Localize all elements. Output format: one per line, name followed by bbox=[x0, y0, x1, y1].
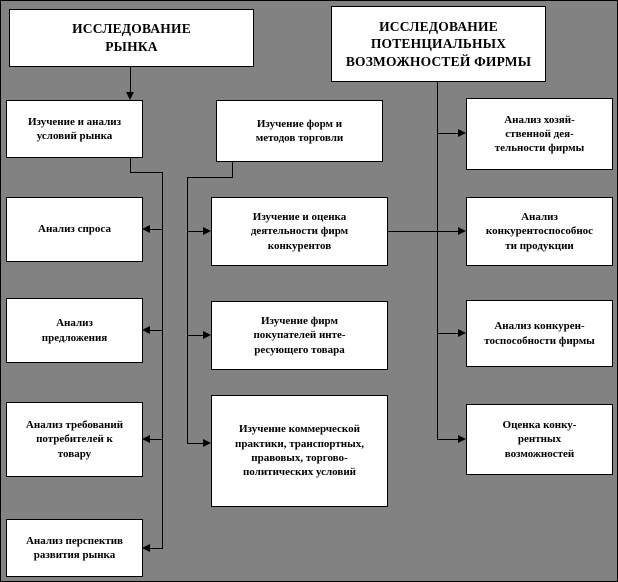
connector-branch-prospects bbox=[150, 548, 163, 549]
node-market-prospects: Анализ перспектив развития рынка bbox=[6, 519, 143, 577]
connector-branch-economic bbox=[437, 133, 458, 134]
connector-branch-supply bbox=[150, 330, 163, 331]
arrow-to-market-conditions bbox=[126, 92, 134, 100]
arrow-to-competitive-opportunities bbox=[458, 435, 466, 443]
connector-right-trunk bbox=[437, 82, 438, 440]
node-firm-potential: ИССЛЕДОВАНИЕ ПОТЕНЦИАЛЬНЫХ ВОЗМОЖНОСТЕЙ … bbox=[331, 6, 546, 82]
node-trade-forms: Изучение форм и методов торговли bbox=[216, 100, 383, 162]
connector-left-trunk bbox=[162, 172, 163, 549]
connector-research-to-conditions bbox=[130, 67, 131, 92]
connector-branch-firm-comp bbox=[437, 333, 458, 334]
connector-branch-requirements bbox=[150, 439, 163, 440]
arrow-to-economic-activity bbox=[458, 129, 466, 137]
node-market-research: ИССЛЕДОВАНИЕ РЫНКА bbox=[9, 9, 254, 67]
connector-branch-buyers bbox=[187, 335, 203, 336]
node-market-conditions: Изучение и анализ условий рынка bbox=[6, 100, 143, 158]
arrow-to-consumer-requirements bbox=[142, 435, 150, 443]
arrow-to-commercial-practice bbox=[203, 439, 211, 447]
arrow-to-competitor-study bbox=[203, 227, 211, 235]
connector-trade-elbow bbox=[187, 177, 233, 178]
connector-branch-practice bbox=[187, 443, 203, 444]
node-firm-competitiveness: Анализ конкурен- тоспособности фирмы bbox=[466, 300, 613, 367]
arrow-to-firm-competitiveness bbox=[458, 329, 466, 337]
arrow-to-product-competitiveness bbox=[458, 227, 466, 235]
node-supply-analysis: Анализ предложения bbox=[6, 298, 143, 363]
node-competitor-study: Изучение и оценка деятельности фирм конк… bbox=[211, 197, 388, 266]
node-economic-activity: Анализ хозяй- ственной дея- тельности фи… bbox=[466, 98, 613, 170]
node-consumer-requirements: Анализ требований потребителей к товару bbox=[6, 402, 143, 477]
arrow-to-demand-analysis bbox=[142, 225, 150, 233]
connector-branch-opportunities bbox=[437, 439, 458, 440]
node-demand-analysis: Анализ спроса bbox=[6, 197, 143, 262]
connector-branch-demand bbox=[150, 229, 163, 230]
connector-middle-trunk bbox=[187, 177, 188, 444]
connector-competitors-to-product bbox=[388, 231, 458, 232]
node-competitive-opportunities: Оценка конку- рентных возможностей bbox=[466, 404, 613, 475]
connector-branch-competitors bbox=[187, 231, 203, 232]
connector-trade-stub bbox=[232, 162, 233, 178]
arrow-to-market-prospects bbox=[142, 544, 150, 552]
node-commercial-practice: Изучение коммерческой практики, транспор… bbox=[211, 395, 388, 507]
arrow-to-buyer-firms bbox=[203, 331, 211, 339]
connector-conditions-stub bbox=[130, 157, 131, 173]
arrow-to-supply-analysis bbox=[142, 326, 150, 334]
node-buyer-firms: Изучение фирм покупателей инте- ресующег… bbox=[211, 301, 388, 370]
node-product-competitiveness: Анализ конкурентоспособнос ти продукции bbox=[466, 197, 613, 266]
connector-conditions-elbow bbox=[130, 172, 163, 173]
